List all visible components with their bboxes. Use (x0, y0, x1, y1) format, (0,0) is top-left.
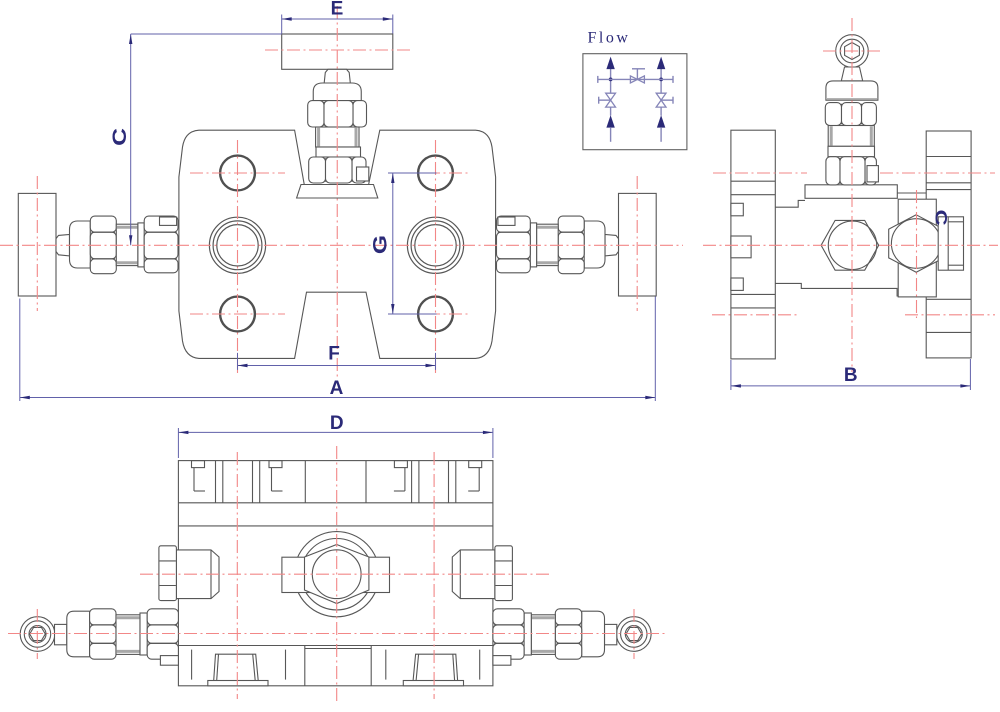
svg-text:C: C (109, 128, 131, 146)
svg-text:A: A (330, 378, 344, 399)
svg-text:Flow: Flow (588, 30, 631, 47)
svg-text:D: D (330, 413, 344, 434)
svg-text:E: E (331, 0, 344, 20)
svg-text:C: C (931, 210, 950, 226)
svg-text:G: G (369, 235, 391, 254)
svg-text:F: F (328, 344, 340, 365)
svg-text:B: B (844, 365, 858, 386)
